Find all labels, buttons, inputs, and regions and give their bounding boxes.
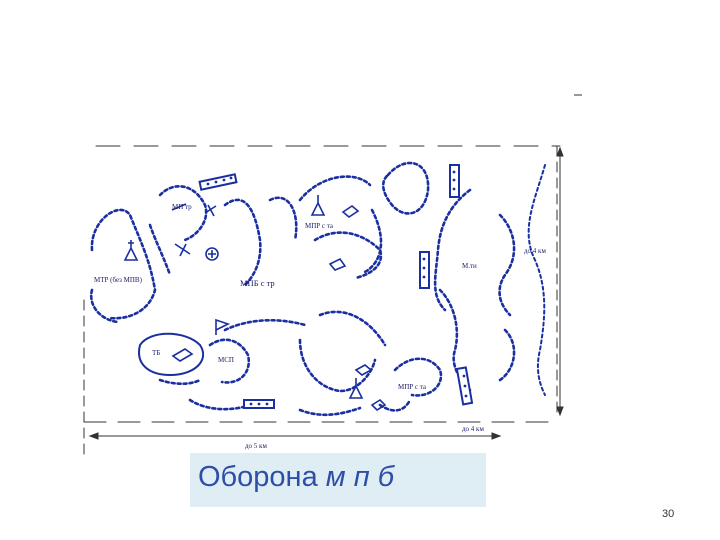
- page-number: 30: [662, 508, 675, 520]
- tank-symbol: [205, 247, 219, 261]
- top-mid-trench: [298, 175, 372, 202]
- upper-left-arc: [148, 223, 172, 277]
- vehicle-symbol-mid: [328, 257, 347, 271]
- top-mid-trench-2: [313, 231, 383, 280]
- vehicle-symbol: [171, 348, 194, 362]
- mortar-symbol-top: [310, 195, 326, 216]
- label-do-km-bottom: до 4 км: [462, 425, 484, 433]
- mortar-symbol-bottom: [348, 378, 364, 399]
- mortar-symbol: [123, 240, 139, 261]
- center-arc-2: [268, 196, 298, 242]
- left-company-trench: [90, 208, 157, 320]
- lower-boundary-arc: [378, 398, 412, 412]
- lower-right-trench: [298, 406, 362, 417]
- gun-symbol: [204, 204, 217, 217]
- vehicle-symbol-bottom: [370, 398, 387, 412]
- tank-symbol-inner: [208, 250, 216, 258]
- label-mtr: МТР (без МПВ): [94, 276, 143, 284]
- caption-italic: м п б: [325, 461, 395, 493]
- caption-box: Оборона м п б: [190, 453, 486, 507]
- lower-mid-left-2: [188, 398, 252, 411]
- strongpoint-top-bar: [198, 173, 238, 191]
- center-line-2: [318, 310, 387, 347]
- label-mspr-bottom: МПР с та: [398, 383, 427, 391]
- label-mspr-top: МПР с та: [305, 222, 334, 230]
- top-right-loop: [381, 161, 430, 215]
- center-line: [223, 318, 307, 332]
- center-trench: [223, 198, 262, 287]
- left-company-trench-2: [89, 288, 120, 324]
- gun-symbol-2: [174, 243, 191, 257]
- label-msp: МСП: [218, 356, 234, 364]
- lower-right-loop: [393, 357, 443, 397]
- lower-center-loop: [298, 338, 377, 393]
- lower-mid-left: [208, 338, 251, 384]
- lower-left-trench: [158, 378, 202, 386]
- vehicle-symbol-top: [341, 205, 360, 218]
- label-m-r: М.ти: [462, 262, 477, 270]
- label-do-5km: до 5 км: [245, 442, 267, 450]
- flag-symbol: [215, 318, 231, 335]
- dash-small: [171, 203, 187, 211]
- top-right-arc: [363, 208, 383, 274]
- label-mpb: МПБ с тр: [240, 278, 275, 288]
- strongpoint-center: [419, 251, 430, 289]
- caption-regular: Оборона: [198, 461, 326, 493]
- vehicle-symbol-low: [354, 364, 373, 376]
- far-right-line: [527, 164, 546, 396]
- right-curve-2: [498, 328, 516, 382]
- label-tb: ТБ: [152, 349, 160, 357]
- label-do-km: до 4 км: [524, 247, 546, 255]
- label-mp-tr: МП тр: [172, 203, 192, 211]
- caption-title: Оборона м п б: [198, 461, 394, 494]
- right-curve: [498, 213, 516, 317]
- upper-left-trench: [158, 185, 208, 242]
- lower-left-loop: [138, 332, 205, 377]
- center-right-trench: [433, 188, 472, 312]
